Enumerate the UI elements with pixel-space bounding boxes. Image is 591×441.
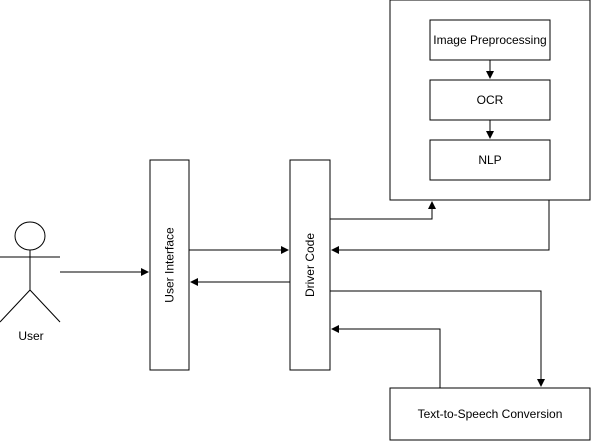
ocr-label: OCR [477,93,504,107]
user-interface-label: User Interface [163,227,177,303]
arrow-driver-to-processing [330,201,436,220]
actor-label: User [18,329,43,343]
actor-head [14,221,46,251]
tts-label: Text-to-Speech Conversion [418,407,563,421]
driver-code-box [289,159,331,371]
driver-code-label: Driver Code [303,233,317,297]
tts-box [389,387,591,441]
user-interface-box [149,159,190,371]
image-preprocessing-box [429,19,551,61]
user-actor [0,221,61,323]
actor-right-leg [29,289,61,323]
actor-left-leg [0,289,31,323]
arrow-driver-to-tts [330,290,545,387]
nlp-box [429,139,551,181]
arrow-processing-to-driver [331,200,550,254]
nlp-label: NLP [478,153,501,167]
image-preprocessing-label: Image Preprocessing [433,33,546,47]
ocr-box [429,79,551,121]
arrow-tts-to-driver [331,325,441,388]
